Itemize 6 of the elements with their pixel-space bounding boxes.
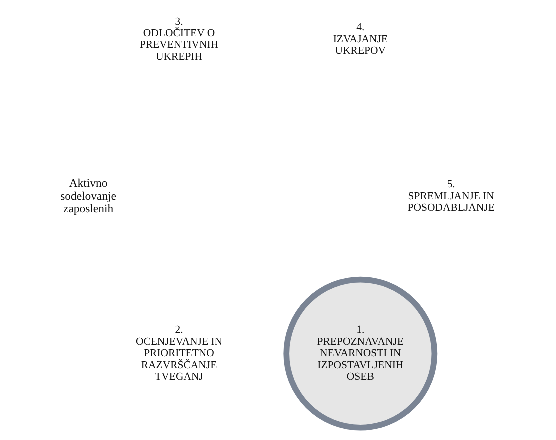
label: Aktivno sodelovanje zaposlenih xyxy=(60,177,116,216)
node-circle: 1. PREPOZNAVANJE NEVARNOSTI IN IZPOSTAVLJENIH OSEB xyxy=(283,276,438,431)
node-text: 5. SPREMLJANJE IN POSODABLJANJE xyxy=(407,178,494,214)
node-text: 3. ODLOČITEV O PREVENTIVNIH UKREPIH xyxy=(139,16,218,63)
node-text: 4. IZVAJANJE UKREPOV xyxy=(332,22,388,58)
node-text: 2. OCENJEVANJE IN PRIORITETNO RAZVRŠČANJE TVEGANJ xyxy=(135,324,222,383)
